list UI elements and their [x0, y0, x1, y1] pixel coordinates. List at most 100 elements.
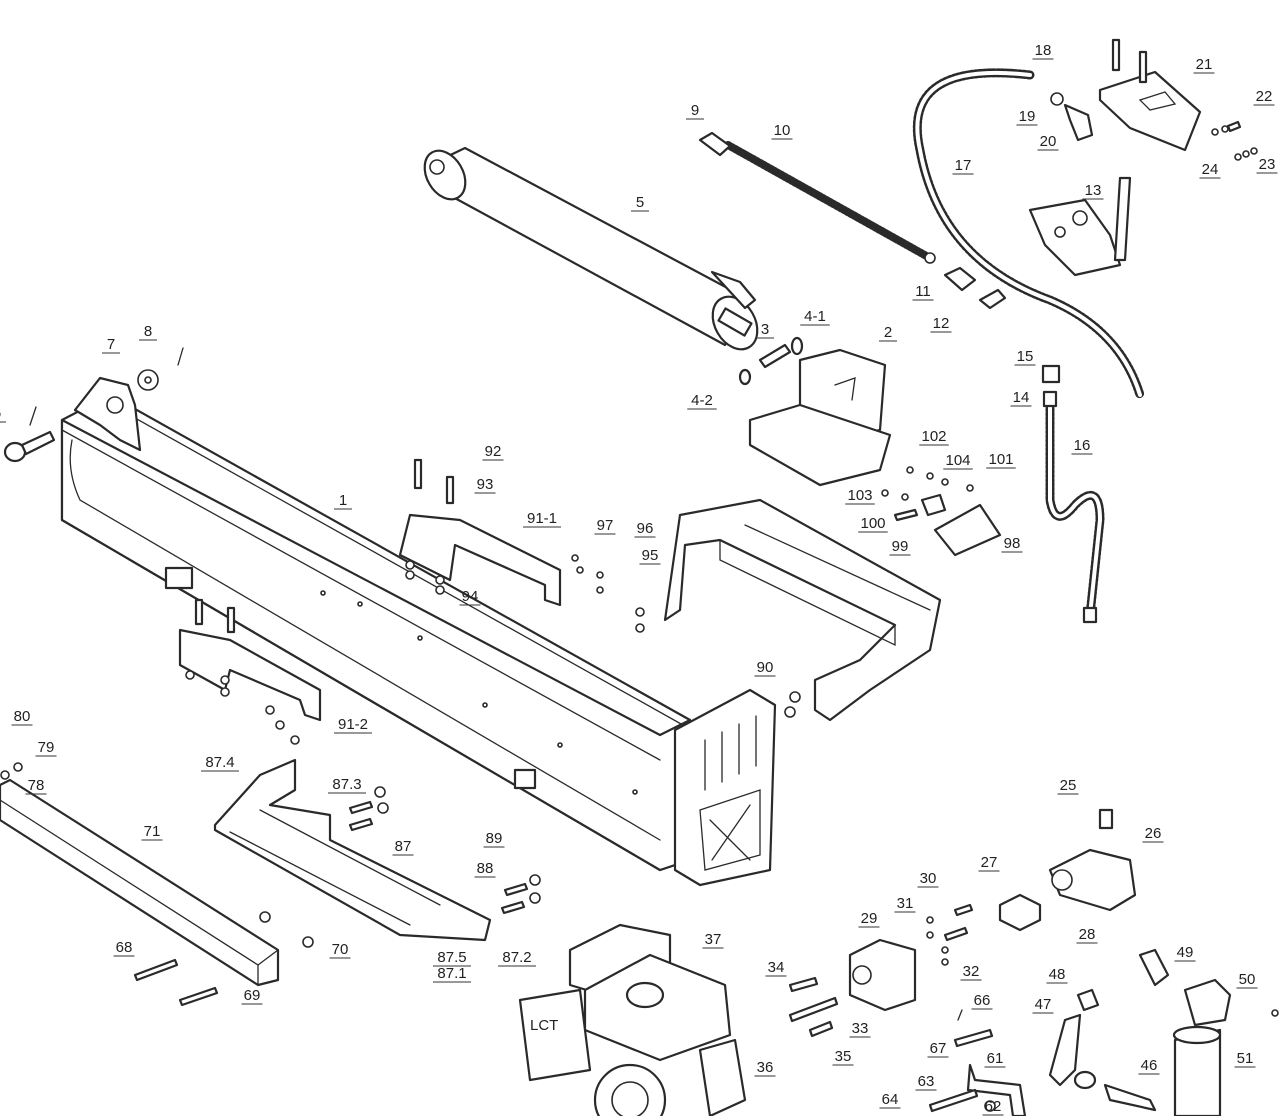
part-number: 68 [116, 939, 133, 956]
part-number: 90 [757, 659, 774, 676]
part-number: 79 [38, 739, 55, 756]
hose-16 [1042, 390, 1105, 624]
part-number: 12 [933, 315, 950, 332]
part-number: 91-1 [527, 510, 557, 527]
part-number: 71 [144, 823, 161, 840]
part-number: 49 [1177, 944, 1194, 961]
part-number: 13 [1085, 182, 1102, 199]
part-label-p11: 11 [912, 283, 934, 301]
part-label-p61: 61 [984, 1050, 1006, 1068]
part-number: 33 [852, 1020, 869, 1037]
part-number: 93 [477, 476, 494, 493]
part-number: 98 [1004, 535, 1021, 552]
part-label-p87.4: 87.4 [201, 754, 239, 772]
part-number: 101 [988, 451, 1013, 468]
filter-parts [1048, 948, 1232, 1116]
control-valve [1028, 176, 1132, 277]
part-number: 62 [985, 1098, 1002, 1115]
part-number: 35 [835, 1048, 852, 1065]
part-number: 88 [477, 860, 494, 877]
part-number: 20 [1040, 133, 1057, 150]
part-label-p36: 36 [754, 1059, 776, 1077]
wedge-2 [748, 348, 892, 487]
part-number: 100 [860, 515, 885, 532]
part-number: 91-2 [338, 716, 368, 733]
part-label-p4-1: 4-1 [800, 308, 830, 326]
hose-10 [698, 131, 936, 264]
part-number: 87.2 [502, 949, 531, 966]
part-label-p21: 21 [1193, 56, 1215, 74]
part-label-p92: 92 [482, 443, 504, 461]
part-label-p71: 71 [141, 823, 163, 841]
part-number: 70 [332, 941, 349, 958]
part-number: 6 [0, 405, 1, 422]
hose-17 [912, 68, 1145, 400]
part-label-p101: 101 [986, 451, 1016, 469]
part-number: 25 [1060, 777, 1077, 794]
part-label-p22: 22 [1253, 88, 1275, 106]
part-number: 19 [1019, 108, 1036, 125]
part-number: 4-2 [691, 392, 713, 409]
part-label-p47: 47 [1032, 996, 1054, 1014]
part-label-p89: 89 [483, 830, 505, 848]
part-number: 1 [339, 492, 347, 509]
part-label-p67: 67 [927, 1040, 949, 1058]
part-number: 9 [691, 102, 699, 119]
part-label-p78: 78 [25, 777, 47, 795]
bolts-33-35 [788, 976, 839, 1038]
part-number: 31 [897, 895, 914, 912]
part-number: 34 [768, 959, 785, 976]
part-number: 50 [1239, 971, 1256, 988]
part-label-p64: 64 [879, 1091, 901, 1109]
part-number: 104 [945, 452, 970, 469]
part-label-p14: 14 [1010, 389, 1032, 407]
part-label-p87: 87 [392, 838, 414, 856]
part-label-p68: 68 [113, 939, 135, 957]
part-label-p87.5: 87.5 [433, 949, 471, 967]
tube-71 [0, 778, 280, 987]
part-number: 27 [981, 854, 998, 871]
part-label-p46: 46 [1138, 1057, 1160, 1075]
part-label-p51: 51 [1234, 1050, 1256, 1068]
part-number: 64 [882, 1091, 899, 1108]
part-number: 7 [107, 336, 115, 353]
part-label-p91-2: 91-2 [334, 716, 372, 734]
part-label-p62: 62 [982, 1098, 1004, 1116]
part-number: 94 [462, 588, 479, 605]
part-number: 87.1 [437, 965, 466, 982]
part-label-p6: 6 [0, 405, 6, 423]
part-label-p87.1: 87.1 [433, 965, 471, 983]
part-number: 17 [955, 157, 972, 174]
part-label-p7: 7 [102, 336, 120, 354]
part-label-p69: 69 [241, 987, 263, 1005]
part-number: 26 [1145, 825, 1162, 842]
part-number: 28 [1079, 926, 1096, 943]
tiny-parts [1211, 120, 1279, 1017]
part-number: 18 [1035, 42, 1052, 59]
part-number: 78 [28, 777, 45, 794]
part-number: 3 [761, 321, 769, 338]
part-label-p19: 19 [1016, 108, 1038, 126]
part-label-p30: 30 [917, 870, 939, 888]
part-number: 37 [705, 931, 722, 948]
hydraulic-cylinder [423, 146, 759, 351]
part-label-p1: 1 [334, 492, 352, 510]
part-label-p26: 26 [1142, 825, 1164, 843]
part-label-p12: 12 [930, 315, 952, 333]
part-label-p33: 33 [849, 1020, 871, 1038]
fittings [943, 92, 1094, 384]
bracket-91-2 [178, 628, 322, 722]
part-number: 30 [920, 870, 937, 887]
part-number: 87.5 [437, 949, 466, 966]
part-number: 10 [774, 122, 791, 139]
part-number: 99 [892, 538, 909, 555]
leg-frame-upper [663, 498, 942, 722]
bracket-91-1 [398, 513, 562, 607]
part-number: 67 [930, 1040, 947, 1057]
bracket-21 [1098, 38, 1202, 152]
part-label-p29: 29 [858, 910, 880, 928]
part-label-p35: 35 [832, 1048, 854, 1066]
part-label-p94: 94 [459, 588, 481, 606]
part-label-p18: 18 [1032, 42, 1054, 60]
